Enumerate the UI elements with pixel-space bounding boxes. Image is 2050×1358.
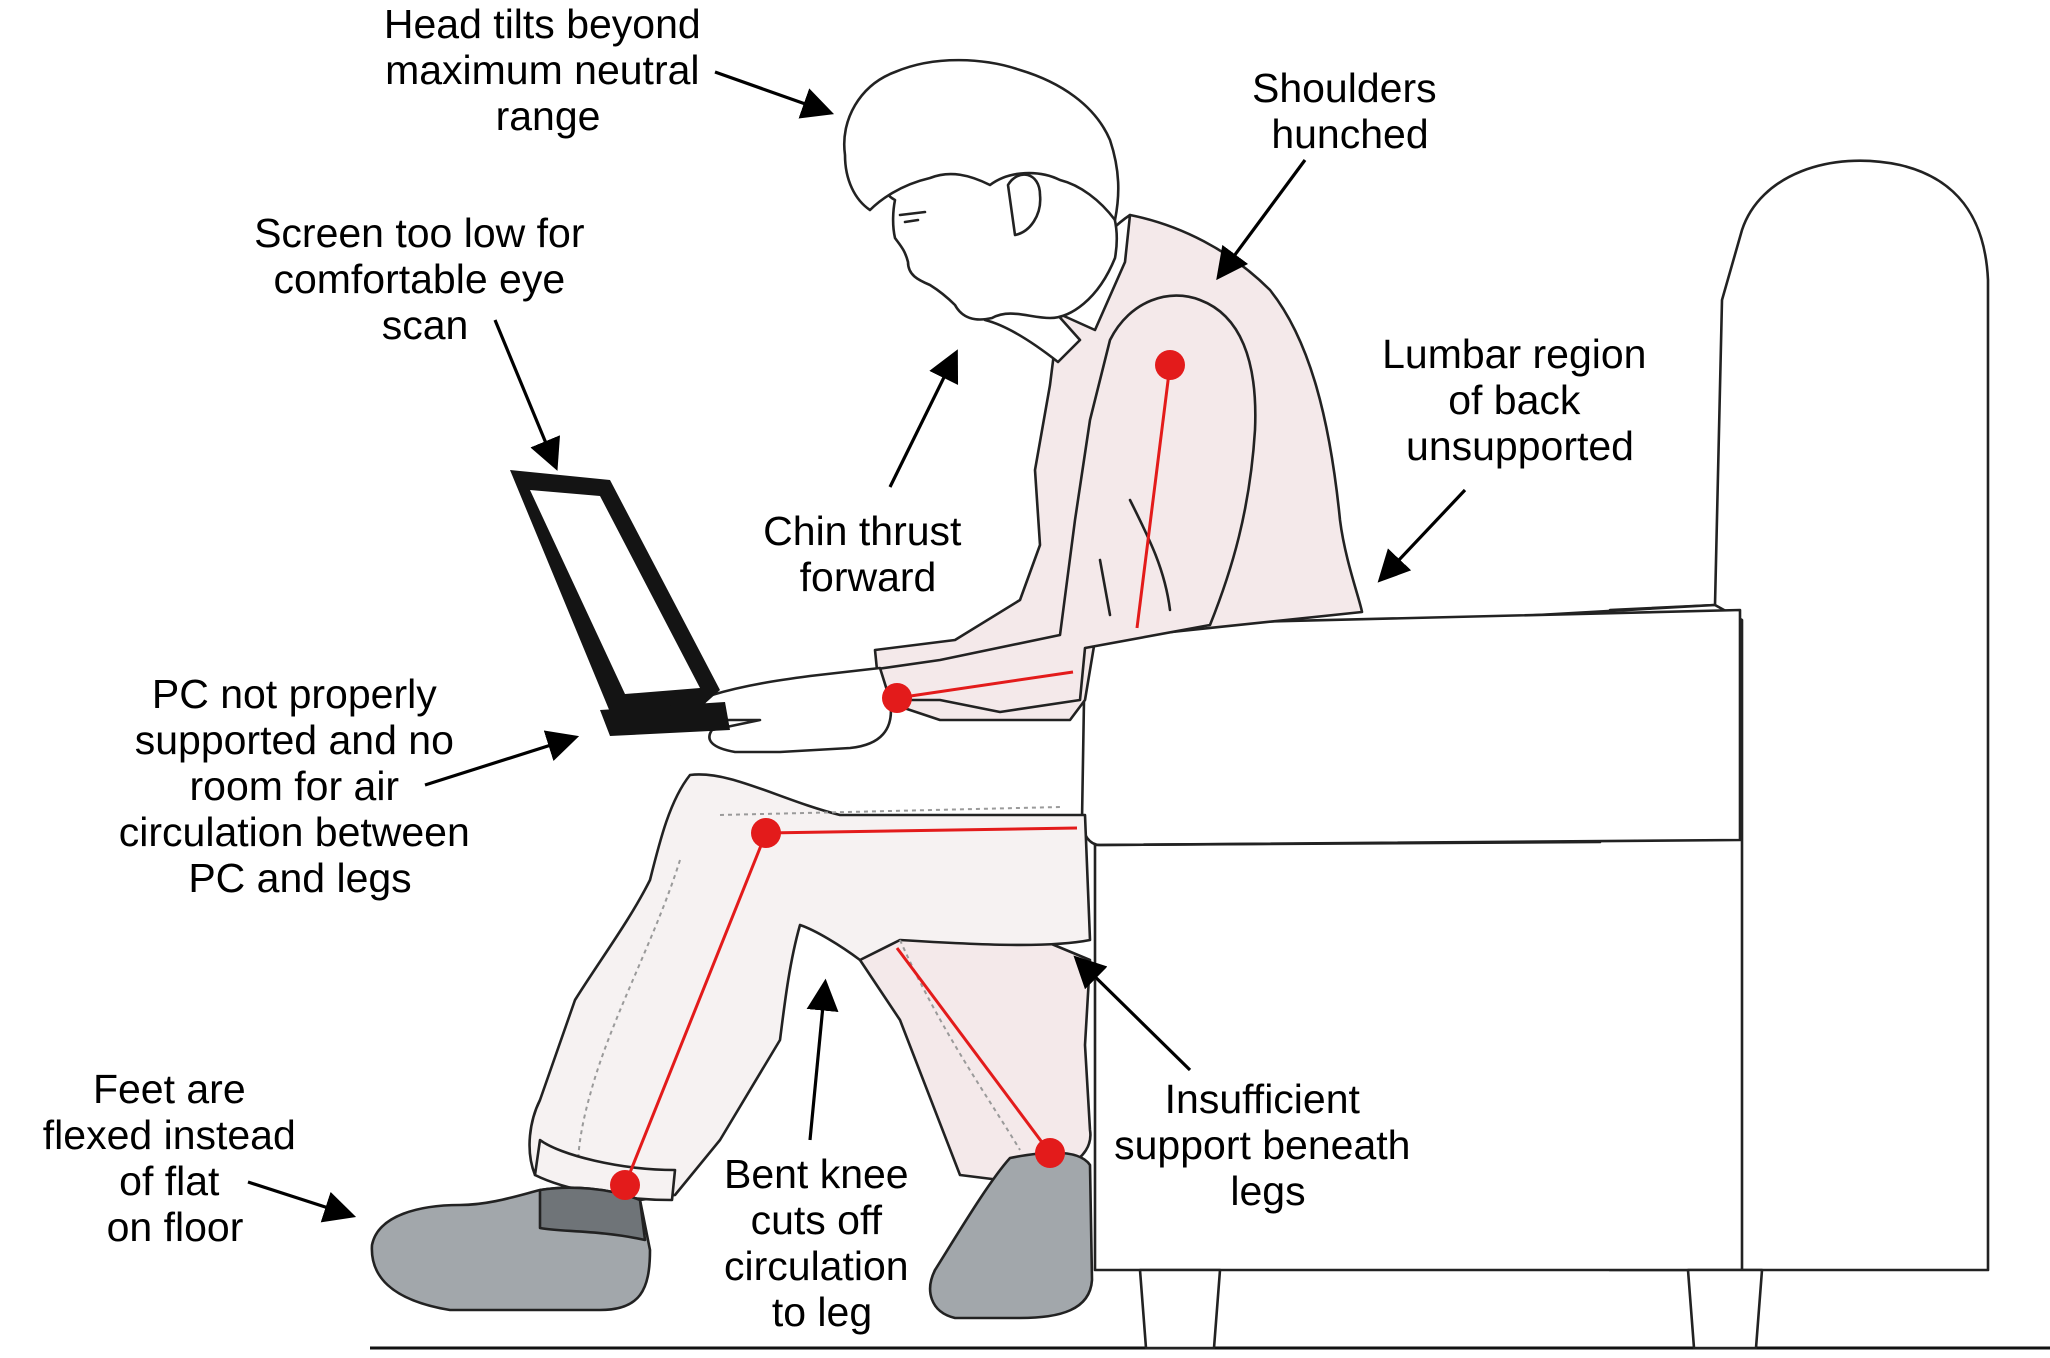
near-arm: [868, 294, 1257, 714]
chair-arm: [1080, 608, 1742, 847]
armchair: [1080, 159, 1990, 1350]
eye: [898, 210, 927, 224]
forearm-line: [896, 670, 1074, 700]
label-screen: Screen too low for comfortable eye scan: [254, 210, 596, 348]
chair-arm-front: [1093, 840, 1602, 847]
far-shoe: [928, 1151, 1094, 1320]
thigh-line: [765, 826, 1078, 835]
label-head: Head tilts beyond maximum neutral range: [384, 1, 712, 139]
hair: [842, 58, 1120, 222]
head-arrow: [714, 70, 835, 119]
laptop-base: [600, 702, 730, 736]
knee-arrow: [806, 978, 839, 1141]
ankle-joint: [610, 1170, 640, 1200]
back-ankle-joint: [1035, 1138, 1065, 1168]
near-arm-crease: [1098, 498, 1172, 617]
wrist-joint: [882, 683, 912, 713]
pants-seam-front: [577, 859, 681, 1186]
back-shin-line: [895, 947, 1052, 1154]
pc-arrow: [424, 730, 580, 787]
posture-joint-lines: [610, 350, 1185, 1200]
lumbar-arrow: [1377, 488, 1467, 583]
label-knee: Bent knee cuts off circulation to leg: [724, 1151, 920, 1335]
label-lumbar: Lumbar region of back unsupported: [1382, 331, 1658, 469]
feet-arrow: [247, 1180, 357, 1223]
legs-support-arrow: [1073, 955, 1192, 1072]
annotation-labels: Head tilts beyond maximum neutral range …: [43, 1, 1658, 1335]
ear: [1006, 173, 1042, 237]
laptop-screen: [530, 490, 700, 694]
label-chin: Chin thrust forward: [763, 508, 973, 600]
upper-arm-line: [1135, 364, 1172, 629]
shoulder-joint: [1155, 350, 1185, 380]
pants-seam-top: [719, 806, 1061, 816]
shin-line: [623, 832, 768, 1186]
chair-leg-back: [1686, 1268, 1764, 1350]
chair-leg-front: [1138, 1268, 1222, 1350]
person: [370, 58, 1364, 1320]
label-legs-support: Insufficient support beneath legs: [1114, 1076, 1422, 1214]
pants-seam-back: [899, 939, 1021, 1151]
shoulders-arrow: [1216, 159, 1307, 281]
hand: [702, 666, 893, 754]
laptop: [510, 470, 730, 736]
pointer-arrows: [247, 70, 1467, 1223]
screen-arrow: [493, 319, 560, 471]
near-shoe-heel: [538, 1186, 647, 1242]
near-leg-pants: [528, 773, 1092, 1202]
label-shoulders: Shoulders hunched: [1252, 65, 1448, 157]
label-feet: Feet are flexed instead of flat on floor: [43, 1066, 307, 1250]
label-pc: PC not properly supported and no room fo…: [119, 671, 481, 901]
knee-joint: [751, 818, 781, 848]
chin-arrow: [888, 349, 959, 488]
